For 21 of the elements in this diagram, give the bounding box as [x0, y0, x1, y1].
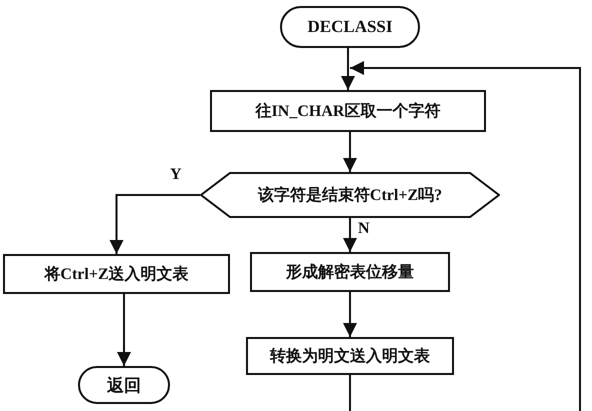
- arrow: [343, 218, 357, 252]
- node-text: 往IN_CHAR区取一个字符: [256, 101, 440, 122]
- process-box: [246, 337, 454, 375]
- arrow: [350, 61, 581, 411]
- terminal-pill: [78, 366, 170, 404]
- arrow: [341, 48, 355, 90]
- connector-line: [349, 375, 351, 411]
- process-box: [250, 252, 450, 292]
- node-text: DECLASSI: [307, 17, 393, 37]
- arrow: [117, 294, 131, 366]
- node-text: 返回: [107, 374, 141, 396]
- node-text: 该字符是结束符Ctrl+Z吗?: [258, 185, 442, 206]
- node-text: 转换为明文送入明文表: [270, 346, 430, 366]
- node-text: 将Ctrl+Z送入明文表: [44, 264, 189, 284]
- arrow: [343, 132, 357, 172]
- process-box: [3, 254, 230, 294]
- node-text: 形成解密表位移量: [286, 262, 414, 282]
- arrow: [110, 194, 200, 254]
- terminal-pill: [280, 6, 420, 48]
- process-box: [210, 90, 486, 132]
- arrow: [343, 292, 357, 337]
